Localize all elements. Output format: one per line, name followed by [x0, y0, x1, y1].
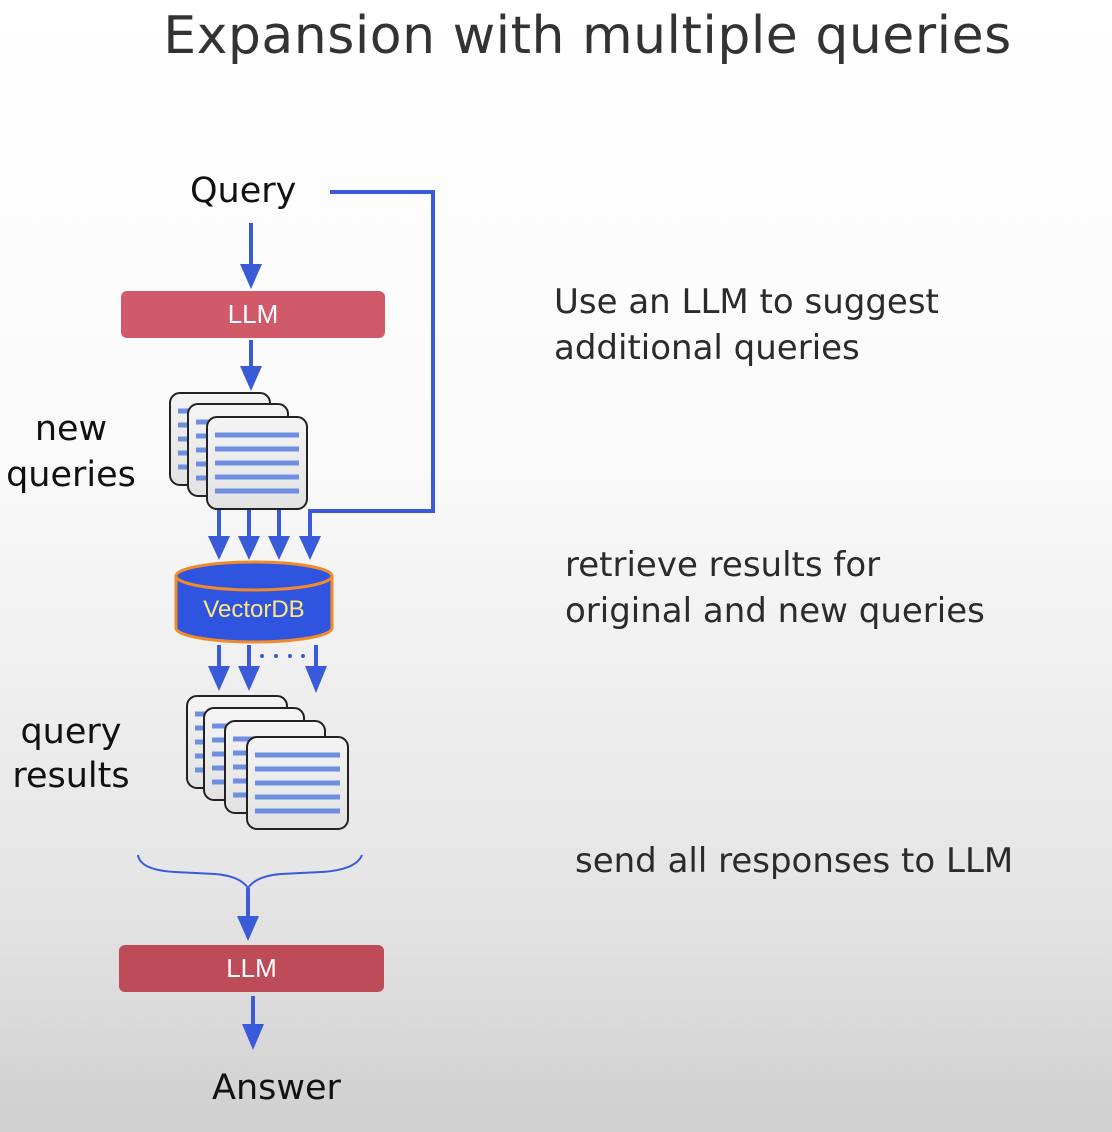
step-1-line-2: additional queries	[554, 328, 860, 368]
step-3-line-1: send all responses to LLM	[575, 841, 1014, 881]
arrow-down-icon	[240, 223, 262, 289]
bypass-connector	[299, 190, 435, 560]
document-stack-icon	[169, 392, 308, 510]
arrow-down-icon	[208, 645, 327, 693]
step-2-line-1: retrieve results for	[565, 545, 881, 585]
arrow-down-icon	[242, 996, 264, 1050]
step-1-line-1: Use an LLM to suggest	[554, 282, 939, 322]
step-3-description: send all responses to LLM	[575, 838, 1013, 884]
new-queries-line-1: new	[34, 409, 108, 449]
llm-box-bottom: LLM	[119, 945, 384, 992]
curly-brace-icon	[137, 854, 363, 890]
llm-bottom-label: LLM	[226, 953, 277, 983]
step-1-description: Use an LLM to suggest additional queries	[554, 279, 939, 371]
vectordb-label: VectorDB	[203, 596, 305, 623]
document-stack-icon	[186, 695, 349, 830]
step-2-description: retrieve results for original and new qu…	[565, 542, 985, 634]
arrow-down-icon	[240, 340, 262, 391]
database-icon	[174, 560, 334, 644]
llm-box-top: LLM	[121, 291, 385, 338]
llm-top-label: LLM	[227, 299, 279, 329]
step-2-line-2: original and new queries	[565, 591, 985, 631]
page-title: Expansion with multiple queries	[163, 6, 1012, 66]
query-label: Query	[190, 171, 297, 211]
query-results-line-1: query	[20, 712, 122, 752]
query-results-label: query results	[0, 710, 142, 798]
answer-label: Answer	[212, 1068, 341, 1108]
arrow-down-icon	[237, 888, 259, 941]
new-queries-label: new queries	[0, 406, 142, 498]
new-queries-line-2: queries	[6, 455, 136, 495]
query-results-line-2: results	[12, 756, 130, 796]
arrow-down-icon	[208, 510, 290, 560]
